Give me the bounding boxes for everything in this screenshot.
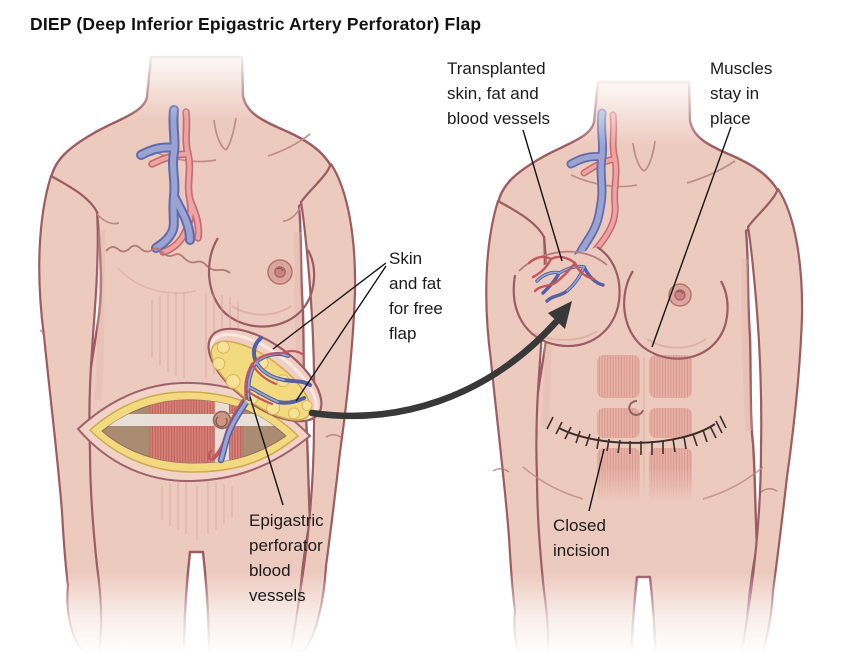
breast-reconstructed [512, 246, 621, 348]
label-muscles-stay-in-place: Muscles stay in place [710, 59, 773, 128]
breast-left-intact [207, 237, 316, 328]
crease-marks [39, 329, 343, 439]
pointer-skin-fat-1 [272, 262, 387, 350]
navel-right-figure [628, 399, 644, 416]
closed-incision-sutures [546, 415, 727, 455]
breast-right-intact [623, 270, 729, 360]
pointer-epigastric [249, 396, 284, 506]
label-closed-incision: Closed incision [553, 516, 610, 560]
pointer-transplanted [522, 129, 563, 262]
label-skin-and-fat-for-free-flap: Skin and fat for free flap [389, 249, 443, 343]
label-epigastric-perforator-vessels: Epigastric perforator blood vessels [249, 511, 324, 605]
pointer-muscles [651, 126, 732, 348]
figure-left [38, 55, 357, 654]
groin-creases [522, 466, 764, 500]
pointer-skin-fat-2 [295, 265, 387, 402]
abdominal-incision [76, 381, 312, 483]
perforator-stalk [207, 395, 252, 464]
free-flap [207, 327, 323, 423]
crease-marks-right [492, 468, 778, 493]
mastectomy-scar [105, 244, 231, 274]
pointer-lines [249, 126, 732, 512]
bottom-fade [0, 572, 850, 654]
pointer-closed-incision [588, 448, 605, 512]
flap-seam [518, 250, 608, 272]
label-transplanted-skin-fat-vessels: Transplanted skin, fat and blood vessels [447, 59, 551, 128]
neck-detail-lines [96, 117, 311, 225]
chest-vessels-left [136, 105, 203, 256]
ab-striations-lower [161, 482, 233, 540]
neck-fade-left [120, 48, 270, 120]
scar-side-contour [117, 267, 197, 294]
transfer-arrow [308, 301, 572, 420]
rectus-muscles-in-place [591, 355, 697, 509]
transplanted-vessels [527, 255, 605, 303]
neck-fade-right [568, 74, 718, 146]
diagram-title: DIEP (Deep Inferior Epigastric Artery Pe… [30, 14, 482, 34]
